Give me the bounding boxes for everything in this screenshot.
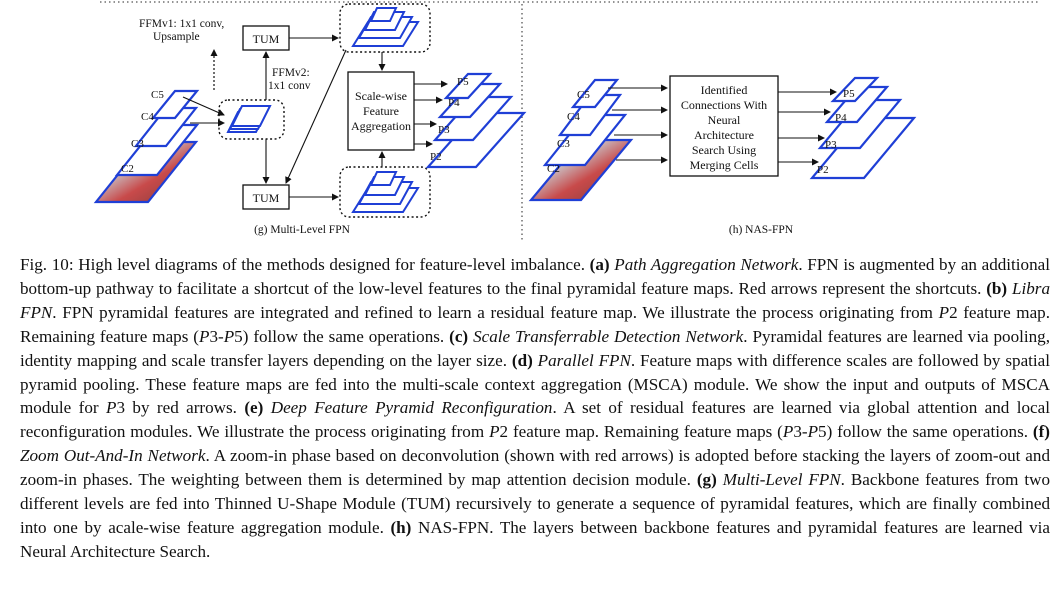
subcaption-g: (g) Multi-Level FPN	[254, 224, 351, 236]
ffmv1-container	[218, 99, 285, 140]
nas-box-line4: Architecture	[694, 128, 754, 142]
caption-text-f: . A zoom-in phase based on deconvolution…	[20, 446, 1050, 490]
caption-math-p: P	[489, 422, 500, 442]
caption-math-p: P	[782, 422, 794, 442]
caption-text-e2: 2 feature map. Remaining feature maps (	[499, 422, 783, 442]
sfam-label-line1: Scale-wise	[355, 89, 407, 103]
caption-method-g: Multi-Level FPN	[722, 470, 841, 490]
backbone-label-c3-h: C3	[557, 138, 570, 150]
pyramid-label-p2-h: P2	[817, 164, 829, 176]
panel-g: C5 C4 C3 C2 FFMv1: 1x1 conv, Upsample TU…	[93, 3, 527, 236]
backbone-label-c5-h: C5	[577, 89, 590, 101]
backbone-label-c2: C2	[121, 163, 134, 175]
caption-text-d2: 3 by red arrows.	[116, 398, 245, 418]
arrow-c5-ffm	[182, 96, 225, 116]
pyramid-stack-h: P5 P4 P3 P2	[809, 76, 917, 180]
caption-method-c: Scale Transferrable Detection Network	[473, 326, 744, 346]
caption-text-b4: 5) follow the same operations.	[234, 326, 450, 346]
caption-method-e: Deep Feature Pyramid Reconfiguration	[270, 398, 553, 418]
sfam-label-line2: Feature	[363, 104, 399, 118]
sfam-label-line3: Aggregation	[351, 119, 411, 133]
backbone-label-c3: C3	[131, 138, 144, 150]
backbone-label-c4-h: C4	[567, 111, 580, 123]
caption-tag-g: (g)	[696, 470, 717, 490]
caption-text-b1: . FPN pyramidal features are integrated …	[52, 302, 939, 322]
pyramid-label-p3: P3	[438, 124, 450, 136]
caption-method-d: Parallel FPN	[537, 350, 631, 370]
panel-h: C5 C4 C3 C2 Identified Connections With …	[528, 75, 917, 236]
ffmv2-label-line2: 1x1 conv	[268, 80, 311, 92]
nas-box-line6: Merging Cells	[690, 158, 759, 172]
pyramid-stack-g: P5 P4 P3 P2	[425, 72, 527, 169]
ffmv2-label-line1: FFMv2:	[272, 67, 310, 79]
caption-tag-b: (b)	[986, 278, 1008, 298]
pyramid-label-p2: P2	[430, 151, 442, 163]
backbone-stack-h: C5 C4 C3 C2	[528, 78, 634, 202]
subcaption-h: (h) NAS-FPN	[729, 224, 794, 236]
backbone-label-c2-h: C2	[547, 163, 560, 175]
caption-math-p: P	[106, 398, 117, 418]
tum-bottom-output-container	[339, 166, 431, 218]
pyramid-label-p5: P5	[457, 76, 469, 88]
caption-text-b3: 3-	[209, 326, 224, 346]
caption-tag-d: (d)	[511, 350, 533, 370]
tum-top-output-container	[339, 3, 431, 53]
backbone-label-c4: C4	[141, 111, 154, 123]
nas-box-line1: Identified	[701, 83, 748, 97]
caption-text-g: . Backbone features from two different l…	[20, 470, 1050, 537]
backbone-label-c5: C5	[151, 89, 164, 101]
caption-text-c: . Pyramidal features are learned via poo…	[20, 326, 1050, 370]
caption-math-p: P	[807, 422, 819, 442]
caption-text-h: NAS-FPN. The layers between backbone fea…	[20, 517, 1051, 561]
caption-text-e3: 3-	[793, 422, 808, 442]
caption-tag-e: (e)	[244, 398, 264, 418]
pyramid-label-p3-h: P3	[825, 139, 837, 151]
caption-tag-f: (f)	[1032, 422, 1050, 442]
caption-tag-h: (h)	[390, 517, 412, 537]
caption-math-p: P	[223, 326, 235, 346]
nas-box-line3: Neural	[708, 113, 741, 127]
ffmv1-label-line2: Upsample	[153, 31, 200, 43]
tum-bottom-label: TUM	[253, 191, 280, 205]
caption-tag-a: (a)	[589, 255, 610, 274]
caption-text-e1: . A set of residual features are learned…	[20, 398, 1050, 442]
caption-method-f: Zoom Out-And-In Network	[20, 446, 206, 466]
arrow-output-to-tum-bottom	[285, 49, 347, 184]
nas-box	[669, 75, 779, 177]
caption-math-p: P	[199, 326, 210, 346]
caption-tag-c: (c)	[449, 326, 469, 346]
pyramid-label-p4-h: P4	[835, 112, 847, 124]
pyramid-label-p5-h: P5	[843, 88, 855, 100]
sfam-box	[347, 71, 415, 151]
caption-intro: Fig. 10: High level diagrams of the meth…	[20, 255, 590, 274]
caption-text-a: . FPN is augmented by an additional bott…	[20, 255, 1050, 298]
pyramid-label-p4: P4	[448, 97, 460, 109]
backbone-stack-g: C5 C4 C3 C2	[93, 89, 200, 204]
caption-math-p: P	[938, 302, 950, 322]
caption-method-a: Path Aggregation Network	[614, 255, 799, 274]
caption-text-d1: . Feature maps with difference scales ar…	[20, 350, 1050, 418]
caption-method-b: Libra FPN	[20, 278, 1050, 322]
figure-panels-g-h: C5 C4 C3 C2 FFMv1: 1x1 conv, Upsample TU…	[93, 1, 1040, 240]
nas-box-line2: Connections With	[681, 98, 767, 112]
caption-text-b2: 2 feature map. Remaining feature maps (	[20, 302, 1050, 346]
tum-top-label: TUM	[253, 32, 280, 46]
figure-caption: Fig. 10: High level diagrams of the meth…	[20, 253, 1050, 564]
caption-text-e4: 5) follow the same operations.	[818, 422, 1033, 442]
ffmv1-label-line1: FFMv1: 1x1 conv,	[139, 18, 224, 30]
nas-box-line5: Search Using	[692, 143, 756, 157]
tum-top-box	[242, 25, 290, 51]
tum-bottom-box	[242, 184, 290, 210]
